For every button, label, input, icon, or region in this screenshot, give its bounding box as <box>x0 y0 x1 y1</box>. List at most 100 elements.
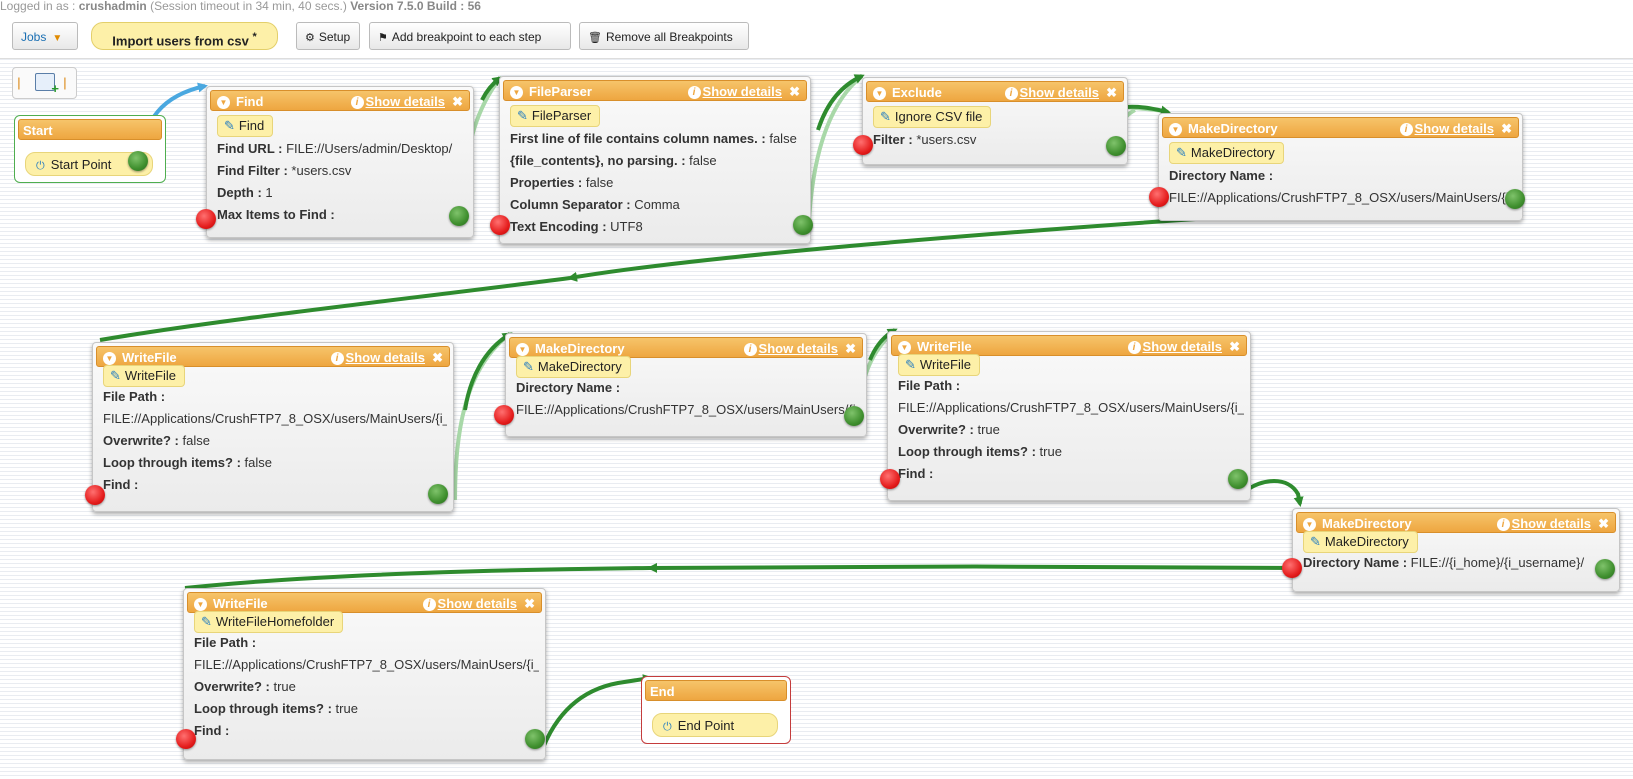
step-name: Find <box>238 118 265 133</box>
end-node[interactable]: End ⏻End Point <box>641 676 791 744</box>
collapse-icon[interactable]: ▼ <box>1303 518 1316 531</box>
session-timeout: (Session timeout in 34 min, 40 secs.) <box>150 0 347 13</box>
output-connector[interactable] <box>1505 189 1525 209</box>
step-name-chip[interactable]: ✎FileParser <box>510 105 601 127</box>
output-connector[interactable] <box>525 729 545 749</box>
error-connector[interactable] <box>490 215 510 235</box>
drag-handle-icon[interactable]: || <box>17 75 20 90</box>
error-connector[interactable] <box>85 485 105 505</box>
output-connector[interactable] <box>1106 136 1126 156</box>
step-property: FILE://Applications/CrushFTP7_8_OSX/user… <box>516 400 860 420</box>
step-name-chip[interactable]: ✎Find <box>217 115 274 137</box>
add-task-icon[interactable] <box>35 73 59 96</box>
end-point[interactable]: ⏻End Point <box>652 713 778 737</box>
property-value: false <box>244 455 273 470</box>
step-name-chip[interactable]: ✎WriteFile <box>103 365 185 387</box>
close-icon[interactable]: ✖ <box>1501 121 1512 136</box>
step-property: Find URL : FILE://Users/admin/Desktop/ <box>217 139 467 159</box>
drag-handle-icon[interactable]: || <box>63 75 66 90</box>
step-name-chip[interactable]: ✎MakeDirectory <box>516 356 631 378</box>
error-connector[interactable] <box>176 729 196 749</box>
collapse-icon[interactable]: ▼ <box>1169 123 1182 136</box>
error-connector[interactable] <box>1149 187 1169 207</box>
step-name-chip[interactable]: ✎WriteFileHomefolder <box>194 611 344 633</box>
close-icon[interactable]: ✖ <box>524 596 535 611</box>
remove-breakpoints-button[interactable]: 🗑Remove all Breakpoints <box>579 22 749 50</box>
jobs-menu-button[interactable]: Jobs▼ <box>12 22 78 50</box>
setup-button[interactable]: ⚙Setup <box>296 22 360 50</box>
start-node[interactable]: Start ⏻Start Point <box>14 115 166 183</box>
close-icon[interactable]: ✖ <box>1598 516 1609 531</box>
output-connector[interactable] <box>1228 469 1248 489</box>
close-icon[interactable]: ✖ <box>432 350 443 365</box>
close-icon[interactable]: ✖ <box>1229 339 1240 354</box>
step-property: Properties : false <box>510 173 804 193</box>
task-palette[interactable]: || || <box>12 67 77 99</box>
pencil-icon: ✎ <box>1176 145 1187 160</box>
step-property: Loop through items? : true <box>194 699 539 719</box>
close-icon[interactable]: ✖ <box>1106 85 1117 100</box>
job-name-button[interactable]: Import users from csv * <box>91 22 278 50</box>
error-connector[interactable] <box>196 209 216 229</box>
close-icon[interactable]: ✖ <box>789 84 800 99</box>
close-icon[interactable]: ✖ <box>452 94 463 109</box>
collapse-icon[interactable]: ▼ <box>516 343 529 356</box>
step-name-chip[interactable]: ✎WriteFile <box>898 354 980 376</box>
end-header[interactable]: End <box>645 680 787 701</box>
property-key: Loop through items? : <box>898 444 1036 459</box>
collapse-icon[interactable]: ▼ <box>898 341 911 354</box>
pencil-icon: ✎ <box>1310 534 1321 549</box>
start-point[interactable]: ⏻Start Point <box>25 152 153 176</box>
output-connector[interactable] <box>428 484 448 504</box>
start-header[interactable]: Start <box>18 119 162 140</box>
jobs-label: Jobs <box>21 30 47 44</box>
collapse-icon[interactable]: ▼ <box>103 352 116 365</box>
step-name-chip[interactable]: ✎MakeDirectory <box>1169 142 1284 164</box>
close-icon[interactable]: ✖ <box>845 341 856 356</box>
error-connector[interactable] <box>853 135 873 155</box>
step-property: Overwrite? : true <box>194 677 539 697</box>
add-breakpoint-button[interactable]: ⚑Add breakpoint to each step <box>369 22 571 50</box>
collapse-icon[interactable]: ▼ <box>217 96 230 109</box>
error-connector[interactable] <box>1282 558 1302 578</box>
step-name-chip[interactable]: ✎Ignore CSV file <box>873 106 992 128</box>
collapse-icon[interactable]: ▼ <box>510 86 523 99</box>
output-connector[interactable] <box>128 151 148 171</box>
output-connector[interactable] <box>449 206 469 226</box>
output-connector[interactable] <box>844 406 864 426</box>
step-name-chip[interactable]: ✎MakeDirectory <box>1303 531 1418 553</box>
error-connector[interactable] <box>880 469 900 489</box>
collapse-icon[interactable]: ▼ <box>873 87 886 100</box>
output-connector[interactable] <box>793 215 813 235</box>
output-connector[interactable] <box>1595 559 1615 579</box>
error-connector[interactable] <box>494 405 514 425</box>
collapse-icon[interactable]: ▼ <box>194 598 207 611</box>
